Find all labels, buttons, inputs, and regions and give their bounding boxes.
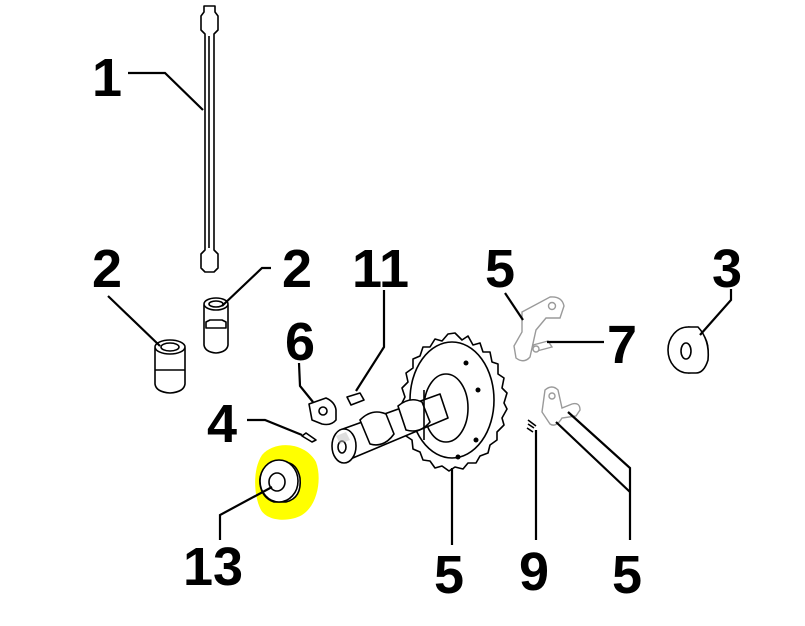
part-11-clip: [346, 392, 365, 406]
part-2-tappet-right: [203, 297, 229, 354]
callout-6: 6: [285, 312, 315, 372]
leader-2-right: [221, 266, 271, 307]
callout-5-right: 5: [612, 545, 642, 605]
callout-2-right: 2: [282, 239, 312, 299]
leader-1: [128, 71, 204, 111]
part-13-washer: [259, 459, 302, 503]
callout-3: 3: [712, 239, 742, 299]
leader-5-right-a: [567, 411, 632, 540]
leader-11: [355, 290, 386, 392]
callout-labels: 1 2 2 11 5 3 6 7 4 13 5 9 5: [92, 48, 742, 605]
part-6-bracket: [308, 397, 337, 426]
callout-7: 7: [607, 315, 637, 375]
leader-3: [699, 289, 733, 336]
part-7-pin: [531, 340, 554, 353]
callout-11: 11: [352, 239, 409, 299]
part-1-push-rod: [200, 5, 219, 273]
part-5-weight-lower: [541, 386, 581, 426]
leader-13: [218, 486, 273, 540]
part-3-washer: [667, 326, 710, 374]
callout-5-upper: 5: [485, 239, 515, 299]
callout-13: 13: [183, 537, 243, 597]
part-2-tappet-left: [154, 339, 186, 394]
callout-1: 1: [92, 48, 122, 108]
leader-2-left: [107, 295, 161, 347]
callout-4: 4: [207, 394, 237, 454]
leader-6: [297, 362, 314, 403]
part-5-lever-upper: [513, 296, 565, 362]
part-5-camshaft-gear: [331, 332, 508, 472]
callout-2-left: 2: [92, 239, 122, 299]
callout-5-center: 5: [434, 545, 464, 605]
part-9-spring: [526, 419, 537, 433]
leader-5-upper: [504, 292, 524, 321]
leader-5-right-b: [555, 421, 631, 493]
callout-9: 9: [519, 542, 549, 602]
leader-lines: [107, 71, 733, 545]
part-4-pin: [301, 432, 317, 443]
leader-4: [247, 418, 303, 437]
